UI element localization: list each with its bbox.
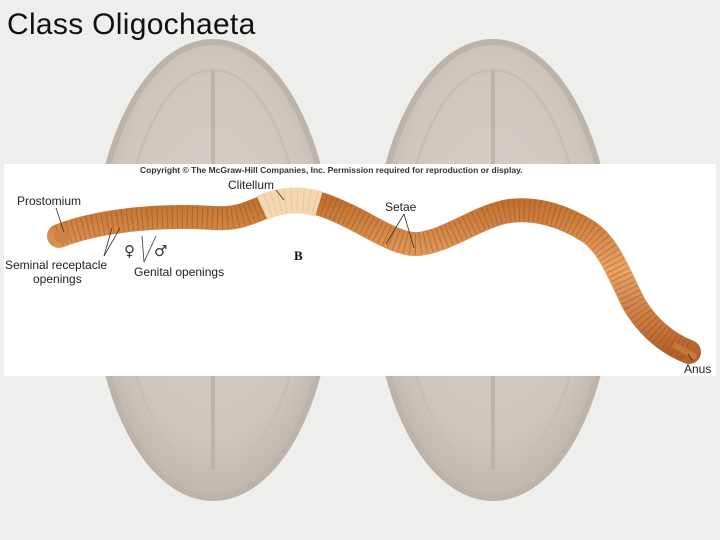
label-seminal-openings: openings bbox=[33, 272, 82, 286]
label-genital-openings: Genital openings bbox=[134, 265, 224, 279]
earthworm-body bbox=[47, 187, 701, 364]
copyright-notice: Copyright © The McGraw-Hill Companies, I… bbox=[140, 165, 523, 175]
clitellum-band bbox=[256, 187, 323, 220]
label-seminal-receptacle: Seminal receptacle bbox=[5, 258, 107, 272]
label-prostomium: Prostomium bbox=[17, 194, 81, 208]
slide-title: Class Oligochaeta bbox=[7, 8, 256, 41]
leader-lines bbox=[55, 189, 693, 361]
female-symbol-icon: ♀ bbox=[124, 242, 135, 260]
male-symbol-icon: ♂ bbox=[154, 242, 167, 260]
earthworm-diagram: Copyright © The McGraw-Hill Companies, I… bbox=[5, 165, 711, 376]
earthworm-figure: Copyright © The McGraw-Hill Companies, I… bbox=[4, 164, 716, 376]
label-anus: Anus bbox=[684, 362, 711, 376]
label-setae: Setae bbox=[385, 200, 417, 214]
label-clitellum: Clitellum bbox=[228, 178, 274, 192]
panel-letter: B bbox=[294, 248, 303, 263]
